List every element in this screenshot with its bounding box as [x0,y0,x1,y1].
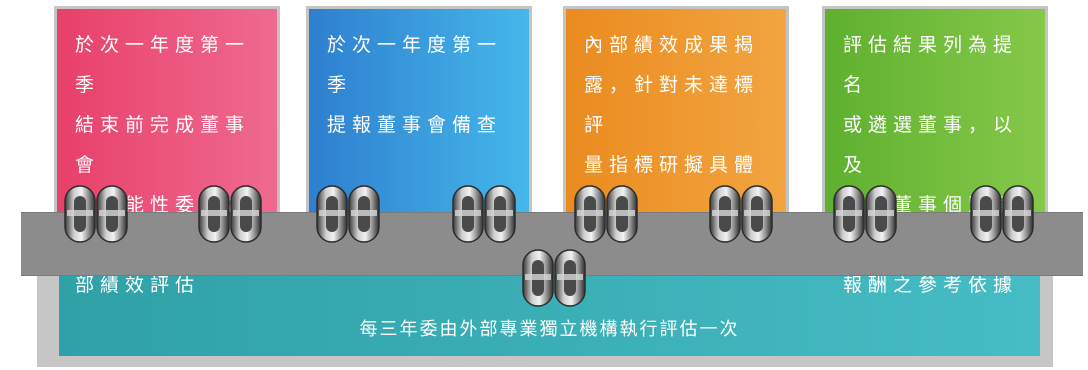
binder-ring [198,185,230,243]
binder-ring [484,185,516,243]
card-internal-evaluation: 於次一年度第一季 結束前完成董事會 及功能性委員會內 部績效評估 [54,6,280,296]
binder-ring [865,185,897,243]
binder-ring [833,185,865,243]
binder-ring [316,185,348,243]
binder-ring [741,185,773,243]
binder-ring [606,185,638,243]
binder-ring [1002,185,1034,243]
binder-ring [709,185,741,243]
binder-ring [348,185,380,243]
binder-ring [574,185,606,243]
binder-ring [970,185,1002,243]
card-report-to-board-text: 於次一年度第一季 提報董事會備查 [327,34,503,136]
binder-ring [452,185,484,243]
binder-ring [96,185,128,243]
binder-ring [64,185,96,243]
binder-ring [230,185,262,243]
external-evaluation-text: 每三年委由外部專業獨立機構執行評估一次 [359,319,740,340]
binder-ring [554,249,586,307]
card-report-to-board: 於次一年度第一季 提報董事會備查 [306,6,532,220]
binder-ring [522,249,554,307]
